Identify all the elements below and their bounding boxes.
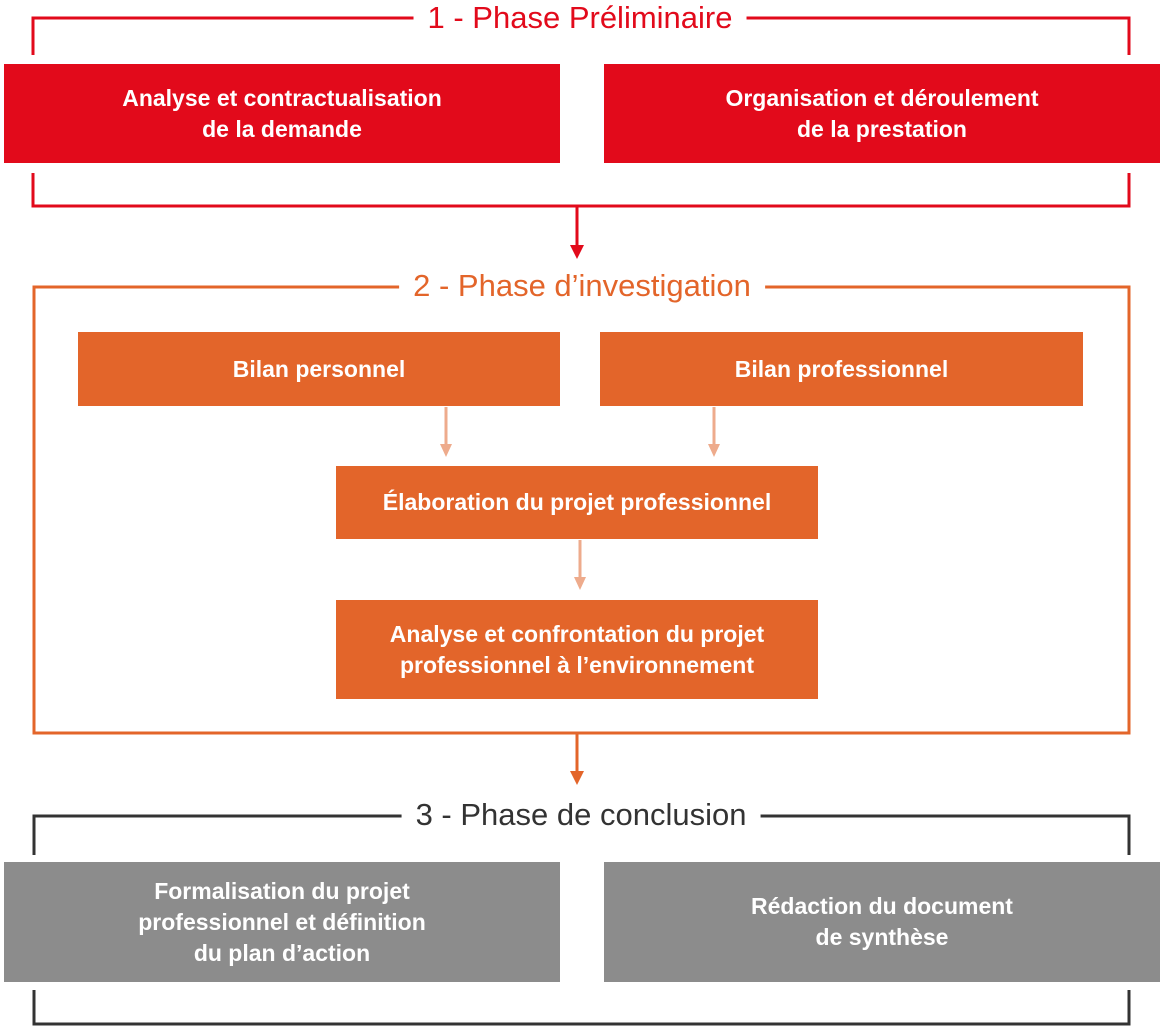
- arrow-phase-2-to-3: [570, 733, 584, 785]
- arrow-bilan-professionnel-to-elaboration: [708, 407, 720, 457]
- arrow-elaboration-to-analyse: [574, 540, 586, 590]
- arrow-bilan-personnel-to-elaboration: [440, 407, 452, 457]
- box-bilan-personnel: Bilan personnel: [78, 332, 560, 406]
- box-elaboration-projet: Élaboration du projet professionnel: [336, 466, 818, 539]
- box-analyse-confrontation: Analyse et confrontation du projet profe…: [336, 600, 818, 699]
- phase-1-title: 1 - Phase Préliminaire: [413, 0, 747, 36]
- box-analyse-contractualisation: Analyse et contractualisation de la dema…: [4, 64, 560, 163]
- phase-1-bottom-bracket: [31, 173, 1131, 208]
- box-bilan-professionnel: Bilan professionnel: [600, 332, 1083, 406]
- box-redaction-document: Rédaction du document de synthèse: [604, 862, 1160, 982]
- phase-3-title: 3 - Phase de conclusion: [401, 797, 761, 833]
- box-organisation-deroulement: Organisation et déroulement de la presta…: [604, 64, 1160, 163]
- box-formalisation-projet: Formalisation du projet professionnel et…: [4, 862, 560, 982]
- phase-3-bottom-bracket: [32, 990, 1131, 1026]
- phase-2-title: 2 - Phase d’investigation: [399, 268, 765, 304]
- arrow-phase-1-to-2: [570, 206, 584, 259]
